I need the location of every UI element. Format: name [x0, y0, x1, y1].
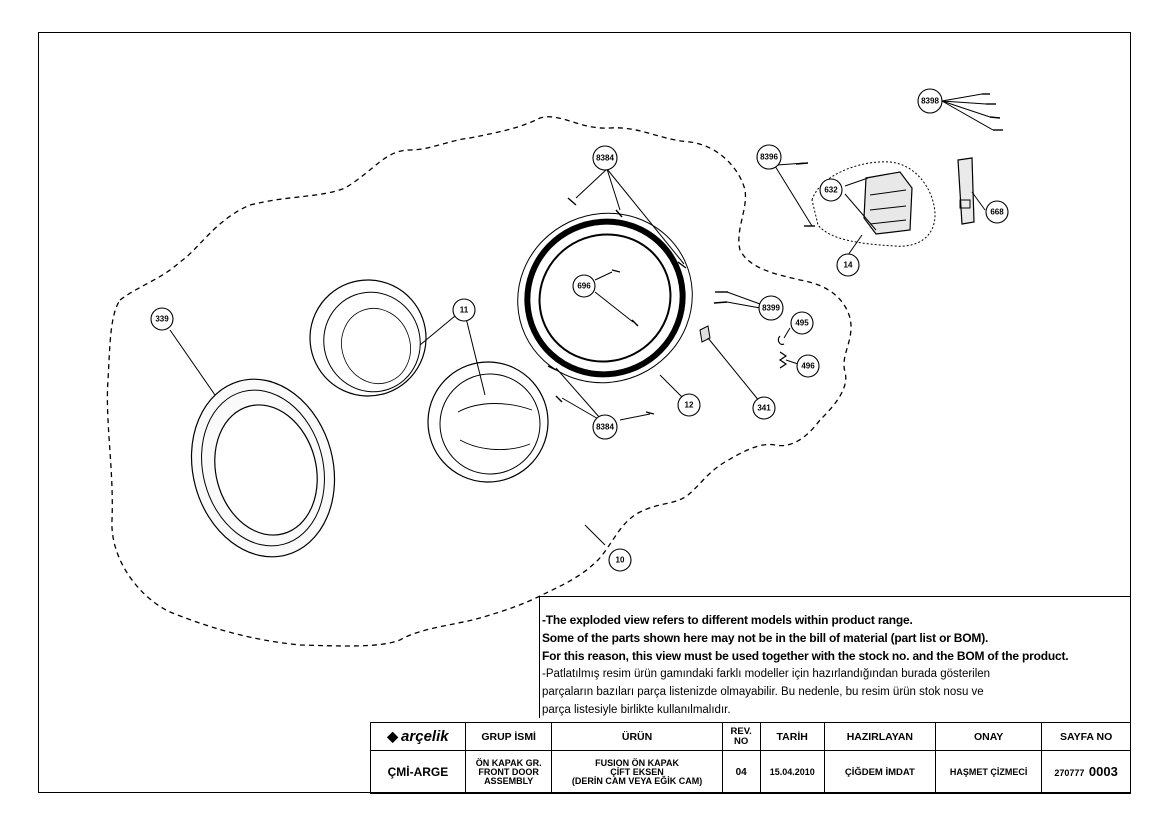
door-glass-bowl-11 — [309, 279, 427, 397]
arcelik-logo: ◆arçelik — [387, 728, 448, 745]
callout-339 — [150, 307, 174, 331]
callout-label-11: 11 — [460, 306, 469, 315]
note-tr-line-2: parçaların bazıları parça listenizde olm… — [542, 686, 984, 698]
callout-696 — [572, 274, 596, 298]
product-value-line-2: ÇİFT EKSEN — [610, 766, 664, 777]
outer-trim-ring-339 — [190, 378, 336, 558]
header-rev-line-2: NO — [734, 735, 749, 747]
callout-12 — [677, 393, 701, 417]
callout-label-10: 10 — [616, 556, 625, 565]
header-date: TARİH — [759, 722, 825, 751]
header-product: ÜRÜN — [551, 722, 723, 751]
hook-495 — [777, 335, 785, 345]
product-value-line-3: (DERİN CAM VEYA EĞİK CAM) — [571, 775, 703, 786]
approval-value: HAŞMET ÇİZMECİ — [935, 750, 1043, 794]
callout-label-668: 668 — [990, 208, 1004, 217]
callout-10 — [608, 548, 632, 572]
group-value-line-1: ÖN KAPAK GR. — [475, 757, 542, 768]
group-value-line-2: FRONT DOOR — [478, 766, 539, 777]
callout-label-8396: 8396 — [760, 153, 778, 162]
latch-341 — [699, 325, 711, 343]
callout-label-8384-bottom: 8384 — [596, 423, 614, 432]
note-tr-line-1: -Patlatılmış resim ürün gamındaki farklı… — [542, 668, 991, 680]
screws — [547, 93, 1003, 415]
callout-495 — [790, 311, 814, 335]
product-value: FUSION ÖN KAPAK ÇİFT EKSEN (DERİN CAM VE… — [551, 750, 723, 794]
callout-label-495: 495 — [795, 319, 809, 328]
door-frame-12 — [517, 212, 693, 384]
callout-341 — [752, 396, 776, 420]
note-en-line-3: For this reason, this view must be used … — [542, 649, 1069, 663]
callout-8384-top — [592, 145, 618, 171]
callout-496 — [796, 354, 820, 378]
product-value-line-1: FUSION ÖN KAPAK — [595, 757, 679, 768]
callout-label-14: 14 — [844, 261, 853, 270]
dept-value: ÇMİ-ARGE — [370, 750, 466, 794]
callout-label-8398: 8398 — [921, 97, 939, 106]
logo-mark-icon: ◆ — [387, 727, 399, 744]
page-prefix: 270777 — [1054, 768, 1085, 778]
group-value-line-3: ASSEMBLY — [484, 775, 534, 786]
callout-label-12: 12 — [685, 401, 694, 410]
callout-8396 — [756, 144, 782, 170]
assembly-boundary — [106, 116, 852, 647]
header-group: GRUP İSMİ — [464, 722, 553, 751]
note-tr-line-3: parça listesiyle birlikte kullanılmalıdı… — [542, 704, 731, 716]
header-rev-line-1: REV. — [730, 725, 752, 737]
prepared-value: ÇİĞDEM İMDAT — [823, 750, 937, 794]
page-suffix: 0003 — [1088, 764, 1118, 779]
callout-label-696: 696 — [577, 282, 591, 291]
callout-8384-bottom — [592, 414, 618, 440]
title-block: ◆arçelik GRUP İSMİ ÜRÜN REV. NO TARİH HA… — [370, 722, 1131, 794]
callout-668 — [985, 200, 1009, 224]
callout-8399 — [758, 295, 784, 321]
page-value: 270777 0003 — [1041, 750, 1131, 794]
door-glass-inner-11 — [427, 361, 549, 483]
callout-label-339: 339 — [155, 315, 169, 324]
header-page: SAYFA NO — [1041, 722, 1131, 751]
callout-label-8384-top: 8384 — [596, 154, 614, 163]
hinge-group-boundary-14 — [811, 161, 936, 247]
header-approval: ONAY — [935, 722, 1043, 751]
callout-14 — [836, 253, 860, 277]
callout-label-496: 496 — [801, 362, 815, 371]
spring-496 — [778, 351, 788, 369]
hinge-plate-668 — [957, 157, 975, 225]
callouts — [150, 88, 1009, 572]
callout-label-632: 632 — [824, 186, 838, 195]
logo-cell: ◆arçelik — [370, 722, 466, 751]
callout-11 — [452, 298, 476, 322]
header-rev: REV. NO — [721, 722, 761, 751]
logo-text: arçelik — [401, 727, 449, 745]
callout-8398 — [917, 88, 943, 114]
callout-label-341: 341 — [757, 404, 771, 413]
leader-lines — [169, 93, 994, 546]
note-en-line-1: -The exploded view refers to different m… — [542, 613, 913, 627]
callout-label-8399: 8399 — [762, 304, 780, 313]
drawing-notes: -The exploded view refers to different m… — [539, 596, 1131, 718]
callout-632 — [819, 178, 843, 202]
hinge-block-632 — [863, 171, 913, 235]
group-value: ÖN KAPAK GR. FRONT DOOR ASSEMBLY — [464, 750, 553, 794]
rev-value: 04 — [721, 750, 761, 794]
note-en-line-2: Some of the parts shown here may not be … — [542, 631, 989, 645]
date-value: 15.04.2010 — [759, 750, 825, 794]
header-prepared: HAZIRLAYAN — [823, 722, 937, 751]
